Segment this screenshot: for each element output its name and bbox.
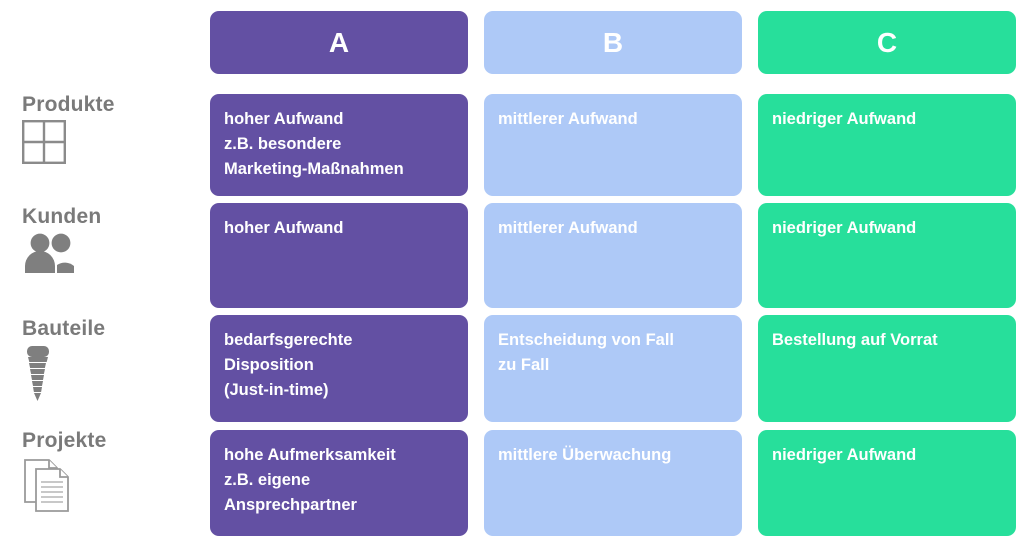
cell-bauteile-b: Entscheidung von Fall zu Fall	[484, 315, 742, 422]
column-header-b: B	[484, 11, 742, 74]
row-label-bauteile-text: Bauteile	[22, 317, 106, 340]
cell-projekte-a: hohe Aufmerksamkeit z.B. eigene Ansprech…	[210, 430, 468, 536]
cell-kunden-c: niedriger Aufwand	[758, 203, 1016, 308]
cell-projekte-b-text: mittlere Überwachung	[498, 446, 672, 464]
cell-produkte-c: niedriger Aufwand	[758, 94, 1016, 196]
cell-kunden-b: mittlerer Aufwand	[484, 203, 742, 308]
cell-produkte-a-text: hoher Aufwand z.B. besondere Marketing-M…	[224, 110, 404, 179]
cell-bauteile-a: bedarfsgerechte Disposition (Just-in-tim…	[210, 315, 468, 422]
column-header-c-label: C	[876, 26, 898, 58]
column-header-b-label: B	[602, 26, 624, 58]
cell-kunden-c-text: niedriger Aufwand	[772, 219, 917, 237]
cell-projekte-b: mittlere Überwachung	[484, 430, 742, 536]
cell-bauteile-c-text: Bestellung auf Vorrat	[772, 331, 938, 349]
column-header-a-label: A	[328, 26, 350, 58]
cell-produkte-c-text: niedriger Aufwand	[772, 110, 917, 128]
grid-2x2-icon	[22, 120, 202, 169]
cell-bauteile-c: Bestellung auf Vorrat	[758, 315, 1016, 422]
column-header-c: C	[758, 11, 1016, 74]
cell-kunden-a: hoher Aufwand	[210, 203, 468, 308]
column-header-a: A	[210, 11, 468, 74]
cell-bauteile-a-text: bedarfsgerechte Disposition (Just-in-tim…	[224, 331, 353, 400]
documents-icon	[22, 456, 202, 521]
row-label-projekte: Projekte	[22, 429, 202, 521]
row-label-kunden: Kunden	[22, 205, 202, 279]
row-label-produkte: Produkte	[22, 93, 202, 169]
row-label-produkte-text: Produkte	[22, 93, 115, 116]
row-label-projekte-text: Projekte	[22, 429, 107, 452]
two-people-icon	[22, 232, 202, 279]
cell-projekte-c: niedriger Aufwand	[758, 430, 1016, 536]
cell-projekte-a-text: hohe Aufmerksamkeit z.B. eigene Ansprech…	[224, 446, 396, 515]
row-label-bauteile: Bauteile	[22, 317, 202, 409]
screw-icon	[22, 344, 202, 409]
cell-kunden-b-text: mittlerer Aufwand	[498, 219, 638, 237]
cell-bauteile-b-text: Entscheidung von Fall zu Fall	[498, 331, 675, 375]
cell-produkte-b-text: mittlerer Aufwand	[498, 110, 638, 128]
cell-projekte-c-text: niedriger Aufwand	[772, 446, 917, 464]
cell-produkte-b: mittlerer Aufwand	[484, 94, 742, 196]
row-label-kunden-text: Kunden	[22, 205, 102, 228]
cell-produkte-a: hoher Aufwand z.B. besondere Marketing-M…	[210, 94, 468, 196]
cell-kunden-a-text: hoher Aufwand	[224, 219, 344, 237]
